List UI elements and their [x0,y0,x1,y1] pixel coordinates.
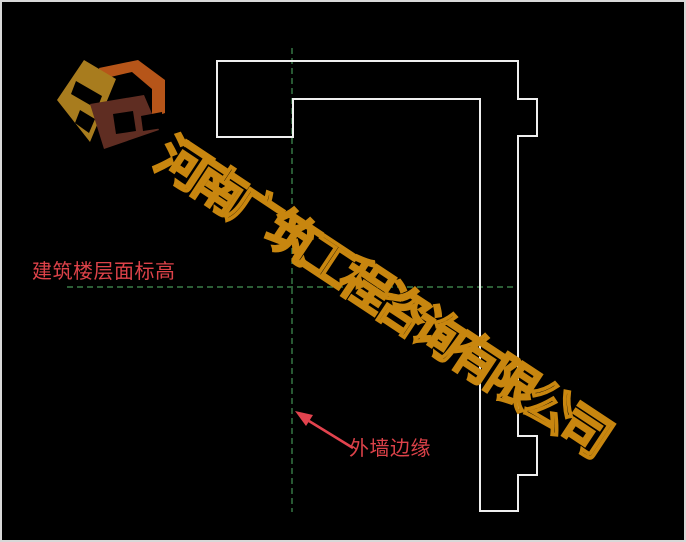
wall-edge-label[interactable]: 外墙边缘 [349,438,431,460]
wall-edge-arrow-shaft[interactable] [308,419,354,450]
wall-section-outline[interactable] [216,60,538,512]
company-logo-cube [57,60,165,149]
floor-elevation-label[interactable]: 建筑楼层面标高 [32,261,176,283]
logo-top-face [99,60,165,118]
wall-edge-arrow-head [295,411,313,426]
watermark-company-text: 河南广筑工程咨询有限公司 [146,127,619,466]
logo-right-face-g [90,95,159,149]
logo-left-face-g [57,60,116,142]
logo-right-face-notch [141,112,163,131]
